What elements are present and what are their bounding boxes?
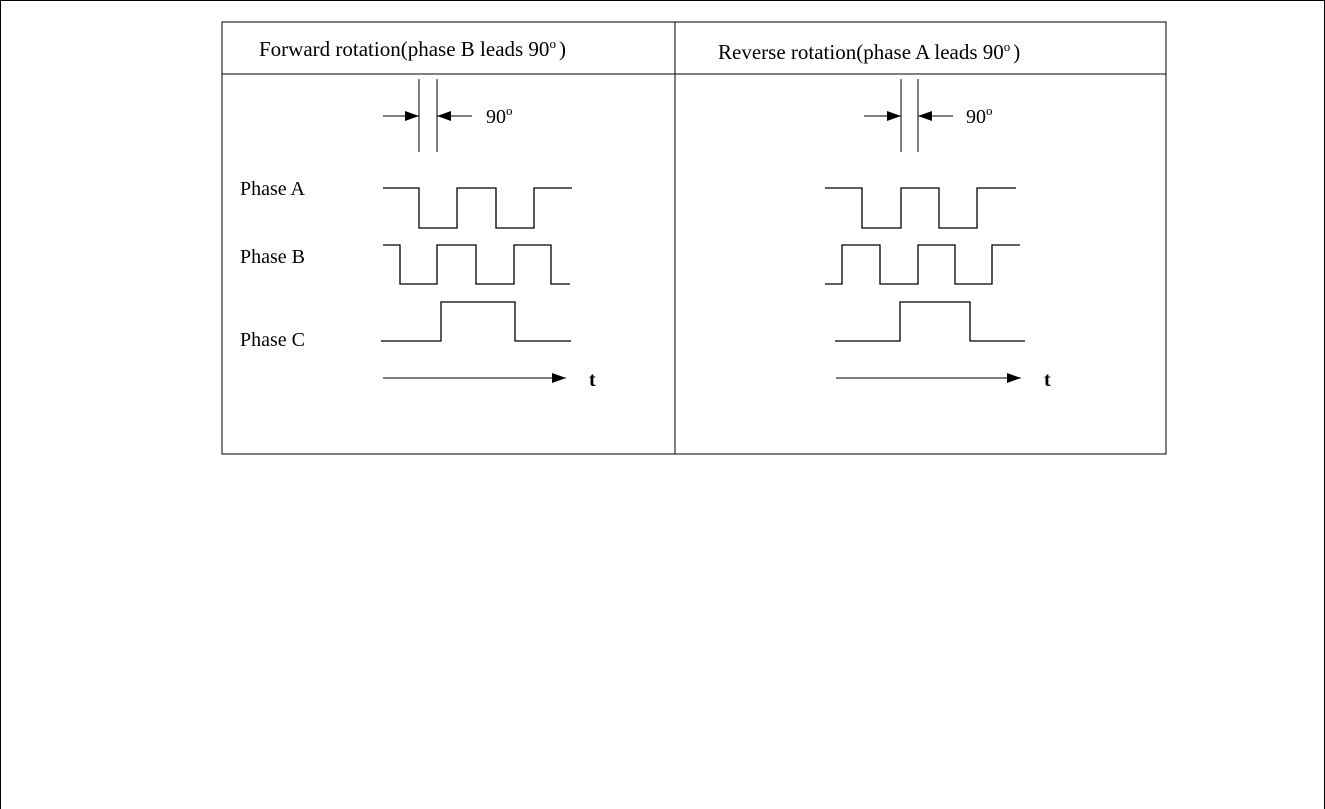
forward-label-phase-a: Phase A [240, 178, 306, 200]
forward-label-phase-c: Phase C [240, 329, 305, 351]
forward-offset-degree: o [506, 103, 513, 118]
forward-offset-value: 90 [486, 106, 506, 128]
forward-phase-a-waveform [383, 187, 572, 229]
header-reverse-close: ) [1013, 40, 1020, 64]
header-forward-main: Forward rotation(phase B leads 90 [259, 37, 549, 61]
forward-time-label: t [589, 369, 596, 391]
forward-panel: 90o Phase A Phase B Phase C t [240, 79, 596, 391]
reverse-phase-b-waveform [825, 244, 1020, 285]
header-reverse-degree: o [1004, 39, 1011, 54]
header-forward-degree: o [549, 36, 556, 51]
reverse-phase-offset-marker [864, 79, 953, 152]
reverse-phase-c-waveform [835, 301, 1025, 342]
reverse-offset-value: 90 [966, 106, 986, 128]
table-border [221, 21, 1167, 455]
reverse-panel: 90o t [825, 79, 1051, 391]
header-forward-rotation: Forward rotation(phase B leads 90o) [259, 36, 566, 61]
header-reverse-main: Reverse rotation(phase A leads 90 [718, 40, 1004, 64]
forward-phase-c-waveform [381, 301, 571, 342]
reverse-phase-a-waveform [825, 187, 1016, 229]
forward-offset-label: 90o [486, 103, 513, 128]
reverse-offset-label: 90o [966, 103, 993, 128]
forward-phase-b-waveform [383, 244, 570, 285]
reverse-time-label: t [1044, 369, 1051, 391]
forward-phase-offset-marker [383, 79, 472, 152]
header-reverse-rotation: Reverse rotation(phase A leads 90o) [718, 39, 1020, 64]
forward-label-phase-b: Phase B [240, 246, 305, 268]
header-forward-close: ) [559, 37, 566, 61]
reverse-offset-degree: o [986, 103, 993, 118]
